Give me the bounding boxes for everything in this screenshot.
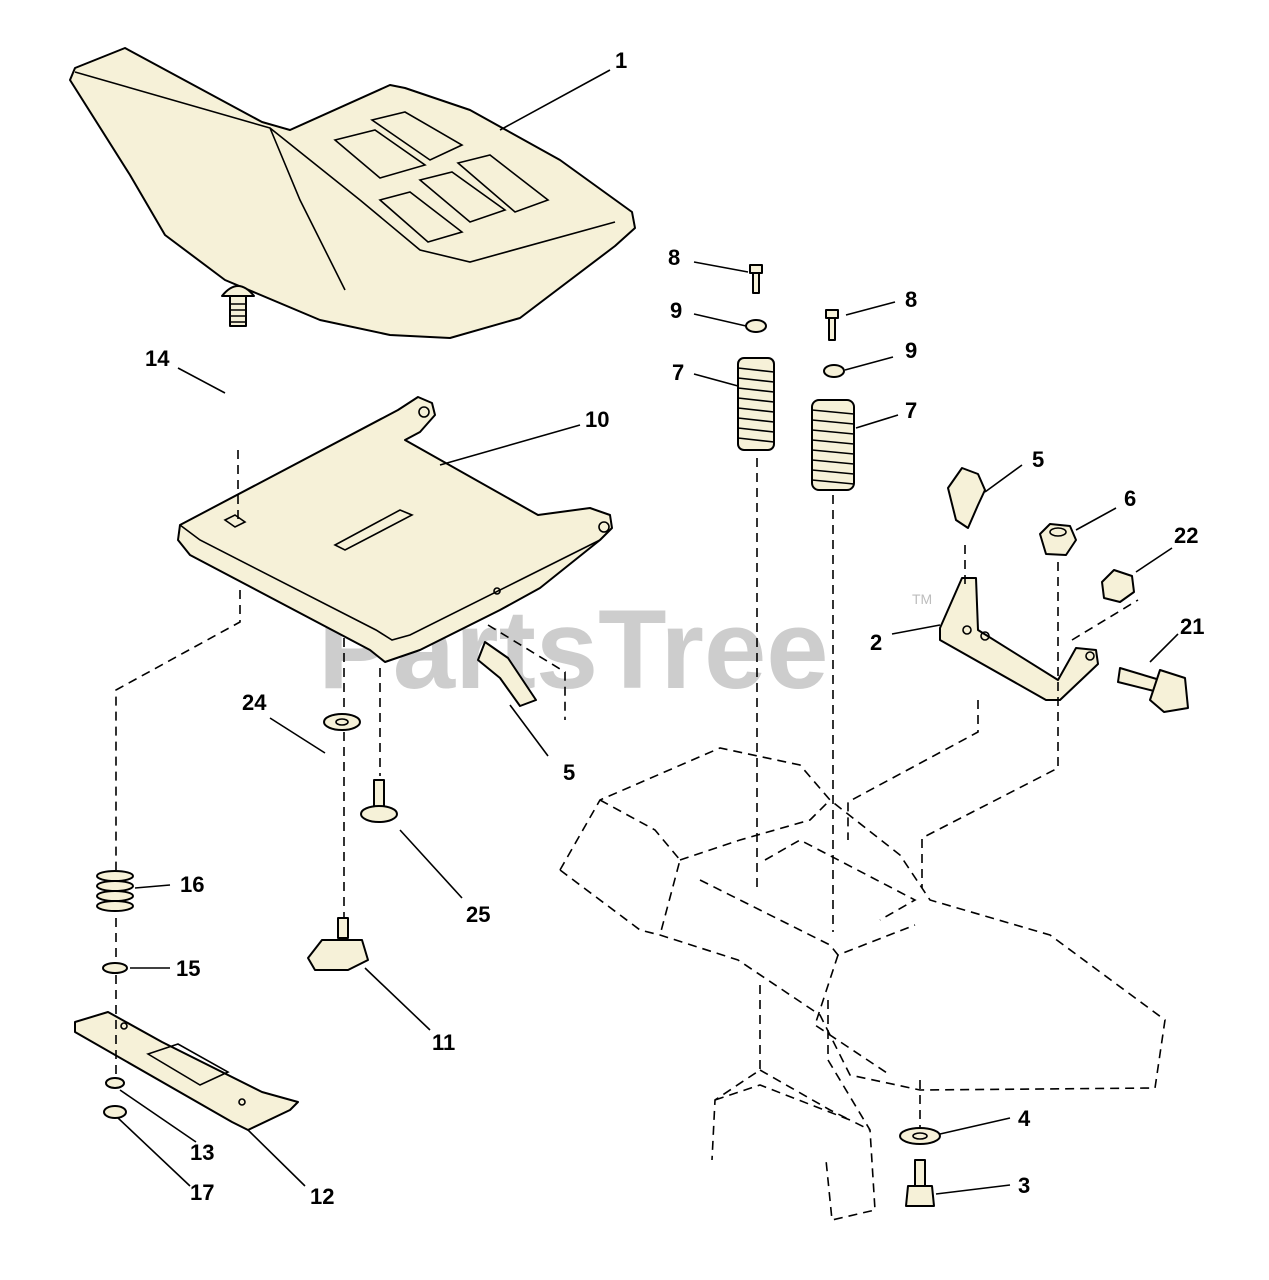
callout-16[interactable]: 16 bbox=[180, 872, 204, 897]
callout-1[interactable]: 1 bbox=[615, 48, 627, 73]
screw-8-left-part[interactable] bbox=[749, 264, 763, 294]
callout-9-left[interactable]: 9 bbox=[670, 298, 682, 323]
leader-lines bbox=[117, 69, 1179, 1195]
callout-11[interactable]: 11 bbox=[432, 1030, 455, 1055]
callout-8-left[interactable]: 8 bbox=[668, 245, 680, 270]
mower-frame-outline bbox=[558, 747, 1166, 1221]
washer-9-right-part[interactable] bbox=[823, 364, 845, 378]
bolt-3-part[interactable] bbox=[905, 1159, 935, 1207]
assembly-guide-lines bbox=[115, 450, 1139, 1128]
nut-22-part[interactable] bbox=[1101, 569, 1135, 603]
bolt-21-part[interactable] bbox=[1117, 667, 1189, 713]
callout-21[interactable]: 21 bbox=[1180, 614, 1204, 639]
seat-bracket-2-part[interactable] bbox=[939, 577, 1099, 701]
callout-17[interactable]: 17 bbox=[190, 1180, 214, 1205]
callout-6[interactable]: 6 bbox=[1124, 486, 1136, 511]
callout-8-right[interactable]: 8 bbox=[905, 287, 917, 312]
slide-plate-12-part[interactable] bbox=[74, 1011, 299, 1131]
part-17[interactable] bbox=[103, 1105, 127, 1119]
callout-9-right[interactable]: 9 bbox=[905, 338, 917, 363]
seat-part[interactable] bbox=[69, 47, 636, 339]
spring-7-right-part[interactable] bbox=[811, 399, 855, 491]
watermark-trademark: TM bbox=[912, 591, 932, 607]
callout-7-left[interactable]: 7 bbox=[672, 360, 684, 385]
callout-24[interactable]: 24 bbox=[242, 690, 267, 715]
washer-9-left-part[interactable] bbox=[745, 319, 767, 333]
callout-25[interactable]: 25 bbox=[466, 902, 490, 927]
callout-22[interactable]: 22 bbox=[1174, 523, 1198, 548]
callout-3[interactable]: 3 bbox=[1018, 1173, 1030, 1198]
spring-7-left-part[interactable] bbox=[737, 357, 775, 451]
spring-16-part[interactable] bbox=[96, 870, 134, 912]
callout-15[interactable]: 15 bbox=[176, 956, 200, 981]
callout-4[interactable]: 4 bbox=[1018, 1106, 1031, 1131]
callout-5-left[interactable]: 5 bbox=[563, 760, 575, 785]
clip-5-right-part[interactable] bbox=[947, 467, 986, 529]
screw-25-part[interactable] bbox=[360, 779, 398, 823]
nut-6-part[interactable] bbox=[1039, 523, 1077, 556]
callout-14[interactable]: 14 bbox=[145, 346, 170, 371]
callout-12[interactable]: 12 bbox=[310, 1184, 334, 1209]
washer-4-part[interactable] bbox=[899, 1127, 941, 1145]
knob-11-part[interactable] bbox=[307, 917, 369, 971]
screw-8-right-part[interactable] bbox=[825, 309, 839, 341]
washer-24-part[interactable] bbox=[323, 713, 361, 731]
callout-13[interactable]: 13 bbox=[190, 1140, 214, 1165]
carriage-bolt-14-part[interactable] bbox=[221, 285, 255, 327]
callout-10[interactable]: 10 bbox=[585, 407, 609, 432]
clip-5-left-part[interactable] bbox=[477, 641, 537, 707]
callouts: 1 14 10 8 9 7 8 9 7 5 6 22 2 21 24 5 16 … bbox=[145, 48, 1204, 1209]
callout-7-right[interactable]: 7 bbox=[905, 398, 917, 423]
callout-5-right[interactable]: 5 bbox=[1032, 447, 1044, 472]
washer-15-part[interactable] bbox=[102, 962, 128, 974]
callout-2[interactable]: 2 bbox=[870, 630, 882, 655]
seat-pan-part[interactable] bbox=[177, 396, 613, 663]
part-13[interactable] bbox=[105, 1077, 125, 1089]
